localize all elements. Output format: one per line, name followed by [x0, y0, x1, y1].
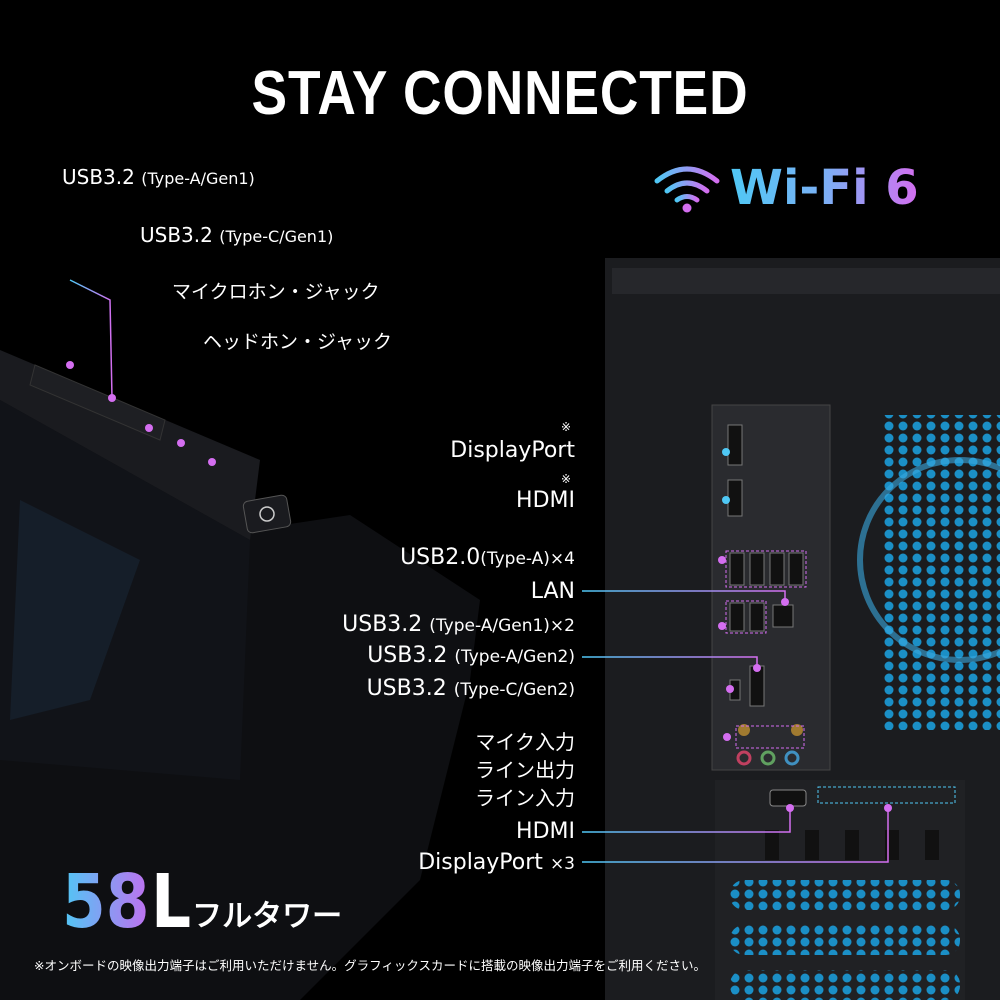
- wifi-label: Wi-Fi 6: [730, 160, 919, 216]
- label-sub: (Type-A)×4: [480, 549, 575, 569]
- label-front-usb-c: USB3.2 (Type-C/Gen1): [140, 224, 333, 248]
- page-title: STAY CONNECTED: [251, 59, 749, 128]
- dp-note-mark: ※: [561, 420, 572, 434]
- label-sub: ×3: [549, 854, 575, 874]
- label-hdmi: HDMI: [516, 488, 575, 513]
- label-mic-in: マイク入力: [475, 730, 575, 754]
- label-text: USB3.2: [140, 223, 213, 247]
- label-sub: (Type-A/Gen1): [141, 169, 255, 188]
- footnote: ※オンボードの映像出力端子はご利用いただけません。グラフィックスカードに搭載の映…: [34, 958, 706, 973]
- label-usb32-a-gen1: USB3.2 (Type-A/Gen1)×2: [342, 613, 575, 638]
- size-number: 58: [62, 859, 150, 945]
- label-text: USB3.2: [342, 612, 423, 637]
- label-text: USB3.2: [62, 165, 135, 189]
- wifi-badge: Wi-Fi 6: [652, 160, 919, 216]
- label-lan: LAN: [530, 579, 575, 604]
- label-displayport: DisplayPort: [450, 438, 575, 463]
- label-front-usb-a: USB3.2 (Type-A/Gen1): [62, 166, 255, 190]
- size-unit: L: [150, 859, 192, 945]
- label-usb32-c-gen2: USB3.2 (Type-C/Gen2): [367, 677, 575, 702]
- label-sub: (Type-A/Gen2): [454, 647, 575, 667]
- case-size: 58 L フルタワー: [62, 865, 342, 939]
- label-line-in: ライン入力: [475, 786, 575, 810]
- hdmi-note-mark: ※: [561, 472, 572, 486]
- wifi-icon: [654, 166, 720, 213]
- label-text: USB3.2: [366, 676, 447, 701]
- label-sub: (Type-A/Gen1)×2: [429, 616, 575, 636]
- label-mic-jack: マイクロホン・ジャック: [172, 281, 380, 303]
- size-type: フルタワー: [192, 899, 343, 934]
- label-usb20: USB2.0(Type-A)×4: [400, 546, 575, 571]
- label-gpu-hdmi: HDMI: [516, 819, 575, 844]
- label-headphone-jack: ヘッドホン・ジャック: [203, 331, 393, 353]
- label-text: DisplayPort: [418, 850, 543, 875]
- label-usb32-a-gen2: USB3.2 (Type-A/Gen2): [367, 644, 575, 669]
- label-text: USB3.2: [367, 643, 448, 668]
- label-gpu-displayport: DisplayPort ×3: [418, 851, 575, 876]
- label-sub: (Type-C/Gen1): [219, 227, 334, 246]
- label-text: USB2.0: [400, 545, 481, 570]
- label-line-out: ライン出力: [475, 758, 575, 782]
- label-sub: (Type-C/Gen2): [453, 680, 575, 700]
